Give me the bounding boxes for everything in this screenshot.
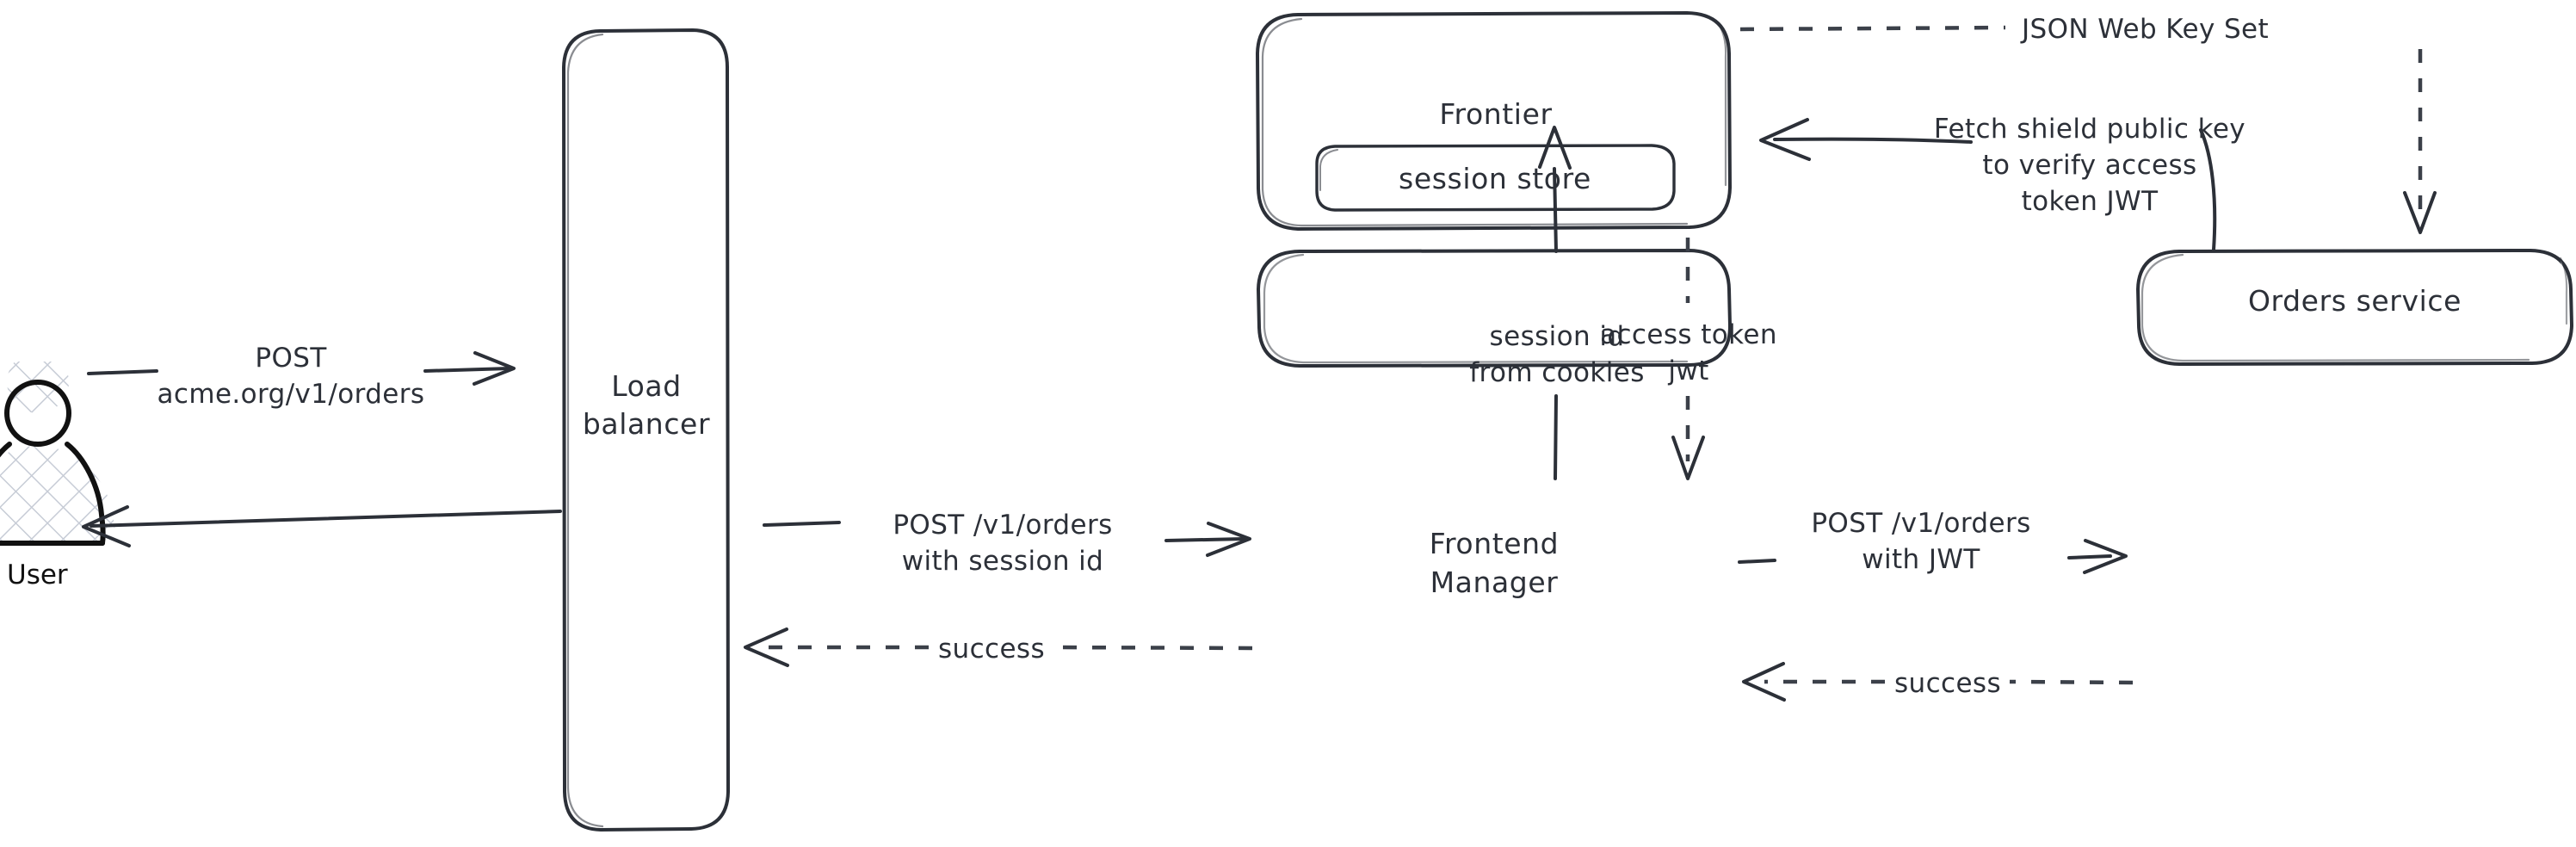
edge-label-fetch-shield-public-key: Fetch shield public key xyxy=(1934,114,2246,145)
edge-label-post: POST xyxy=(255,343,327,374)
edge-label-session-id: session id xyxy=(1490,321,1625,352)
load-balancer-label-line1: Load xyxy=(611,369,682,403)
frontier-label: Frontier xyxy=(1439,97,1552,131)
edge-orders-service-to-frontier xyxy=(1759,118,2217,251)
frontend-manager-node[interactable] xyxy=(1257,249,1732,368)
edge-load-balancer-to-frontend-manager xyxy=(763,521,1251,557)
load-balancer-node[interactable] xyxy=(562,28,730,832)
user-label: User xyxy=(7,560,68,590)
edge-label-access-token: access token xyxy=(1600,319,1777,350)
edge-label-from-cookies: from cookies xyxy=(1469,357,1645,388)
frontend-manager-label-line2: Manager xyxy=(1430,566,1559,599)
edge-label-to-verify-access: to verify access xyxy=(1982,150,2196,181)
load-balancer-label-line2: balancer xyxy=(583,407,710,441)
edge-label-post-v1-orders-session: POST /v1/orders xyxy=(893,510,1112,541)
user-avatar-icon xyxy=(0,362,117,546)
frontend-manager-label-line1: Frontend xyxy=(1430,527,1559,560)
edge-label-json-web-key-set: JSON Web Key Set xyxy=(2020,14,2269,45)
orders-service-label: Orders service xyxy=(2248,284,2462,318)
edge-label-with-session-id: with session id xyxy=(902,546,1104,577)
orders-service-node[interactable] xyxy=(2136,249,2573,366)
edge-frontend-manager-to-load-balancer-success xyxy=(744,628,1253,667)
edge-label-with-jwt: with JWT xyxy=(1862,544,1980,575)
edge-label-jwt: jwt xyxy=(1667,355,1708,386)
edge-user-to-load-balancer xyxy=(87,351,516,386)
session-store-label: session store xyxy=(1399,162,1591,195)
edge-frontend-manager-to-frontier xyxy=(1538,126,1572,480)
edge-label-post-v1-orders-jwt: POST /v1/orders xyxy=(1811,508,2030,539)
edge-label-acme-orders: acme.org/v1/orders xyxy=(158,379,425,410)
session-store-node[interactable] xyxy=(1315,144,1676,212)
edge-frontend-manager-to-orders-service xyxy=(1738,539,2128,574)
edge-label-success-orders-fm: success xyxy=(1894,668,2001,699)
edge-label-token-jwt: token JWT xyxy=(2022,186,2159,217)
edge-orders-service-to-frontend-manager-success xyxy=(1742,662,2134,702)
edge-load-balancer-to-user xyxy=(82,505,562,547)
edge-frontier-to-frontend-manager xyxy=(1671,238,1705,480)
edge-label-success-fm-lb: success xyxy=(938,634,1045,665)
edge-frontier-to-orders-service xyxy=(1739,25,2437,234)
